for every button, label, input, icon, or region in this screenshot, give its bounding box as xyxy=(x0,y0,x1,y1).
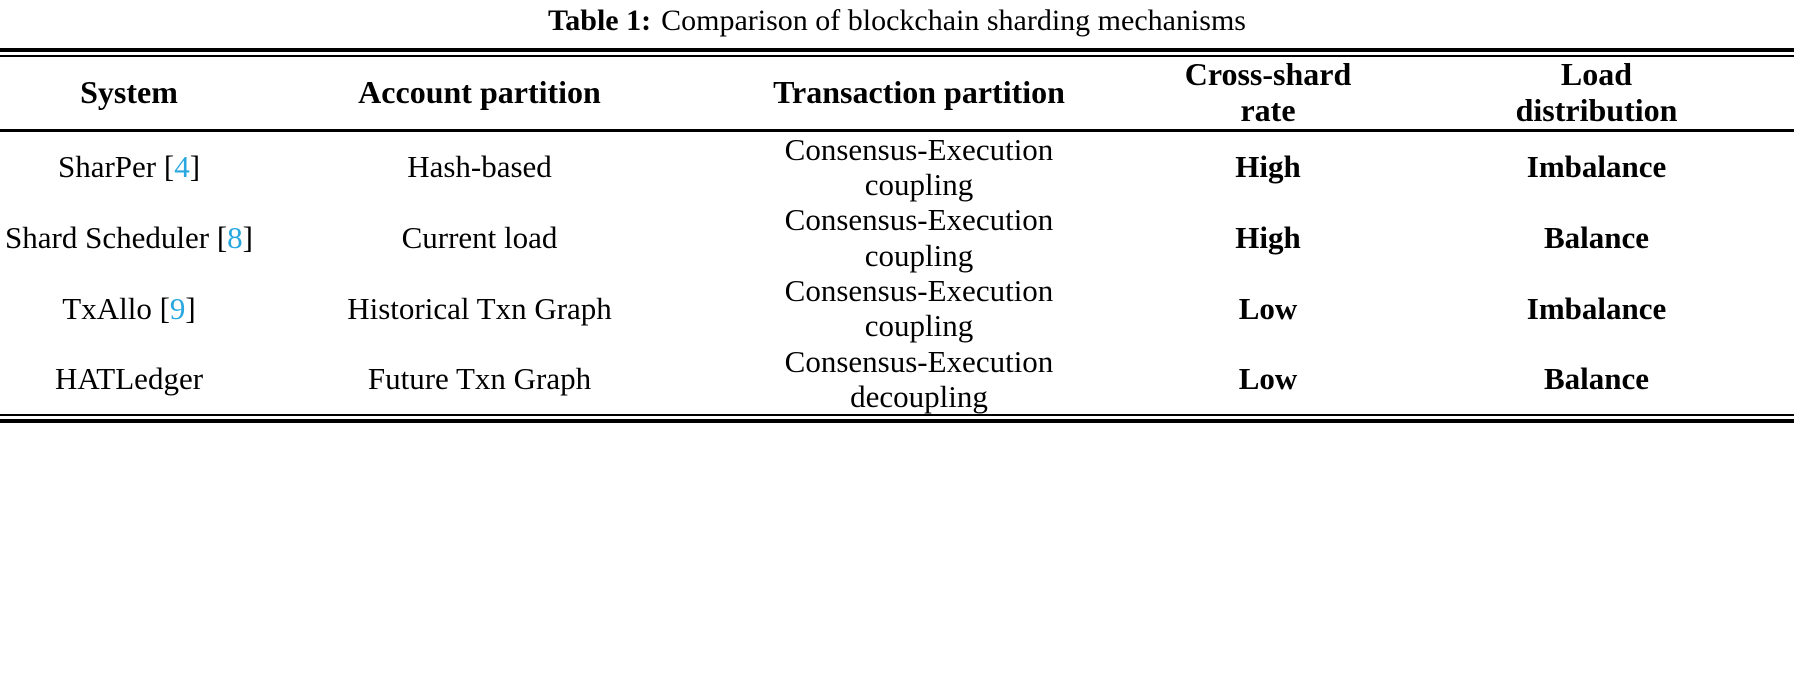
cell-transaction-partition: Consensus-Execution coupling xyxy=(701,202,1137,273)
cell-account-partition: Hash-based xyxy=(407,149,552,185)
transaction-partition-line2: decoupling xyxy=(850,378,988,414)
table-header-rule xyxy=(0,128,1794,132)
cell-load-distribution: Balance xyxy=(1543,219,1650,255)
transaction-partition-line2: coupling xyxy=(864,166,974,202)
cell-cross-shard-rate: High xyxy=(1235,219,1301,255)
cell-system: Shard Scheduler [8] xyxy=(0,202,258,273)
table-caption: Table 1: Comparison of blockchain shardin… xyxy=(0,0,1794,48)
cell-account-partition: Future Txn Graph xyxy=(367,361,592,397)
transaction-partition-line1: Consensus-Execution xyxy=(784,343,1054,379)
table-header-row: System Account partition Transaction par… xyxy=(0,56,1794,129)
cell-cross-shard-rate: Low xyxy=(1238,361,1298,397)
table-bottom-rule xyxy=(0,414,1794,424)
system-name: HATLedger xyxy=(54,361,204,397)
cell-load-distribution: Imbalance xyxy=(1526,149,1667,185)
citation-close: ] xyxy=(185,290,196,326)
system-name: Shard Scheduler xyxy=(5,219,210,255)
table-row: SharPer [4] Hash-based Consensus-Executi… xyxy=(0,132,1794,203)
transaction-partition-line2: coupling xyxy=(864,237,974,273)
cell-account-partition: Current load xyxy=(401,219,558,255)
citation-ref[interactable]: 9 xyxy=(169,290,186,326)
comparison-table-body: SharPer [4] Hash-based Consensus-Executi… xyxy=(0,132,1794,415)
citation-open: [ xyxy=(159,290,170,326)
header-load-distribution-line1: Load xyxy=(1560,56,1633,92)
cell-transaction-partition: Consensus-Execution decoupling xyxy=(701,344,1137,415)
citation-ref[interactable]: 4 xyxy=(174,149,190,185)
transaction-partition-line1: Consensus-Execution xyxy=(784,131,1054,167)
transaction-partition-line1: Consensus-Execution xyxy=(784,272,1054,308)
system-name: TxAllo xyxy=(62,290,152,326)
cell-transaction-partition: Consensus-Execution coupling xyxy=(701,132,1137,203)
cell-system: HATLedger xyxy=(0,344,258,415)
citation-open: [ xyxy=(163,149,175,185)
header-cross-shard-rate-line1: Cross-shard xyxy=(1184,56,1352,92)
cell-system: SharPer [4] xyxy=(0,132,258,203)
transaction-partition-line1: Consensus-Execution xyxy=(784,202,1054,238)
header-load-distribution: Load distribution xyxy=(1399,56,1794,129)
cell-transaction-partition: Consensus-Execution coupling xyxy=(701,273,1137,344)
header-system: System xyxy=(0,57,258,129)
citation-close: ] xyxy=(242,219,253,255)
cell-load-distribution: Imbalance xyxy=(1526,290,1667,326)
caption-label: Table 1: xyxy=(548,4,652,37)
header-account-partition-line1: Account partition xyxy=(358,73,601,110)
header-load-distribution-line2: distribution xyxy=(1515,91,1678,128)
header-transaction-partition: Transaction partition xyxy=(701,57,1137,129)
citation-ref[interactable]: 8 xyxy=(227,219,243,255)
comparison-table: System Account partition Transaction par… xyxy=(0,56,1794,129)
table-row: Shard Scheduler [8] Current load Consens… xyxy=(0,202,1794,273)
table-row: HATLedger Future Txn Graph Consensus-Exe… xyxy=(0,344,1794,415)
cell-cross-shard-rate: Low xyxy=(1238,290,1298,326)
system-name: SharPer xyxy=(57,149,157,185)
header-account-partition: Account partition xyxy=(258,57,701,129)
transaction-partition-line2: coupling xyxy=(864,308,974,344)
table-row: TxAllo [9] Historical Txn Graph Consensu… xyxy=(0,273,1794,344)
table-top-rule xyxy=(0,48,1794,57)
header-cross-shard-rate-line2: rate xyxy=(1240,91,1296,128)
cell-account-partition: Historical Txn Graph xyxy=(347,290,612,326)
cell-load-distribution: Balance xyxy=(1543,361,1650,397)
cell-system: TxAllo [9] xyxy=(0,273,258,344)
header-system-line1: System xyxy=(80,73,178,110)
header-cross-shard-rate: Cross-shard rate xyxy=(1137,56,1399,129)
citation-open: [ xyxy=(216,219,228,255)
caption-text: Comparison of blockchain sharding mechan… xyxy=(661,4,1246,37)
cell-cross-shard-rate: High xyxy=(1235,149,1301,185)
citation-close: ] xyxy=(189,149,201,185)
header-transaction-partition-line1: Transaction partition xyxy=(773,73,1065,110)
